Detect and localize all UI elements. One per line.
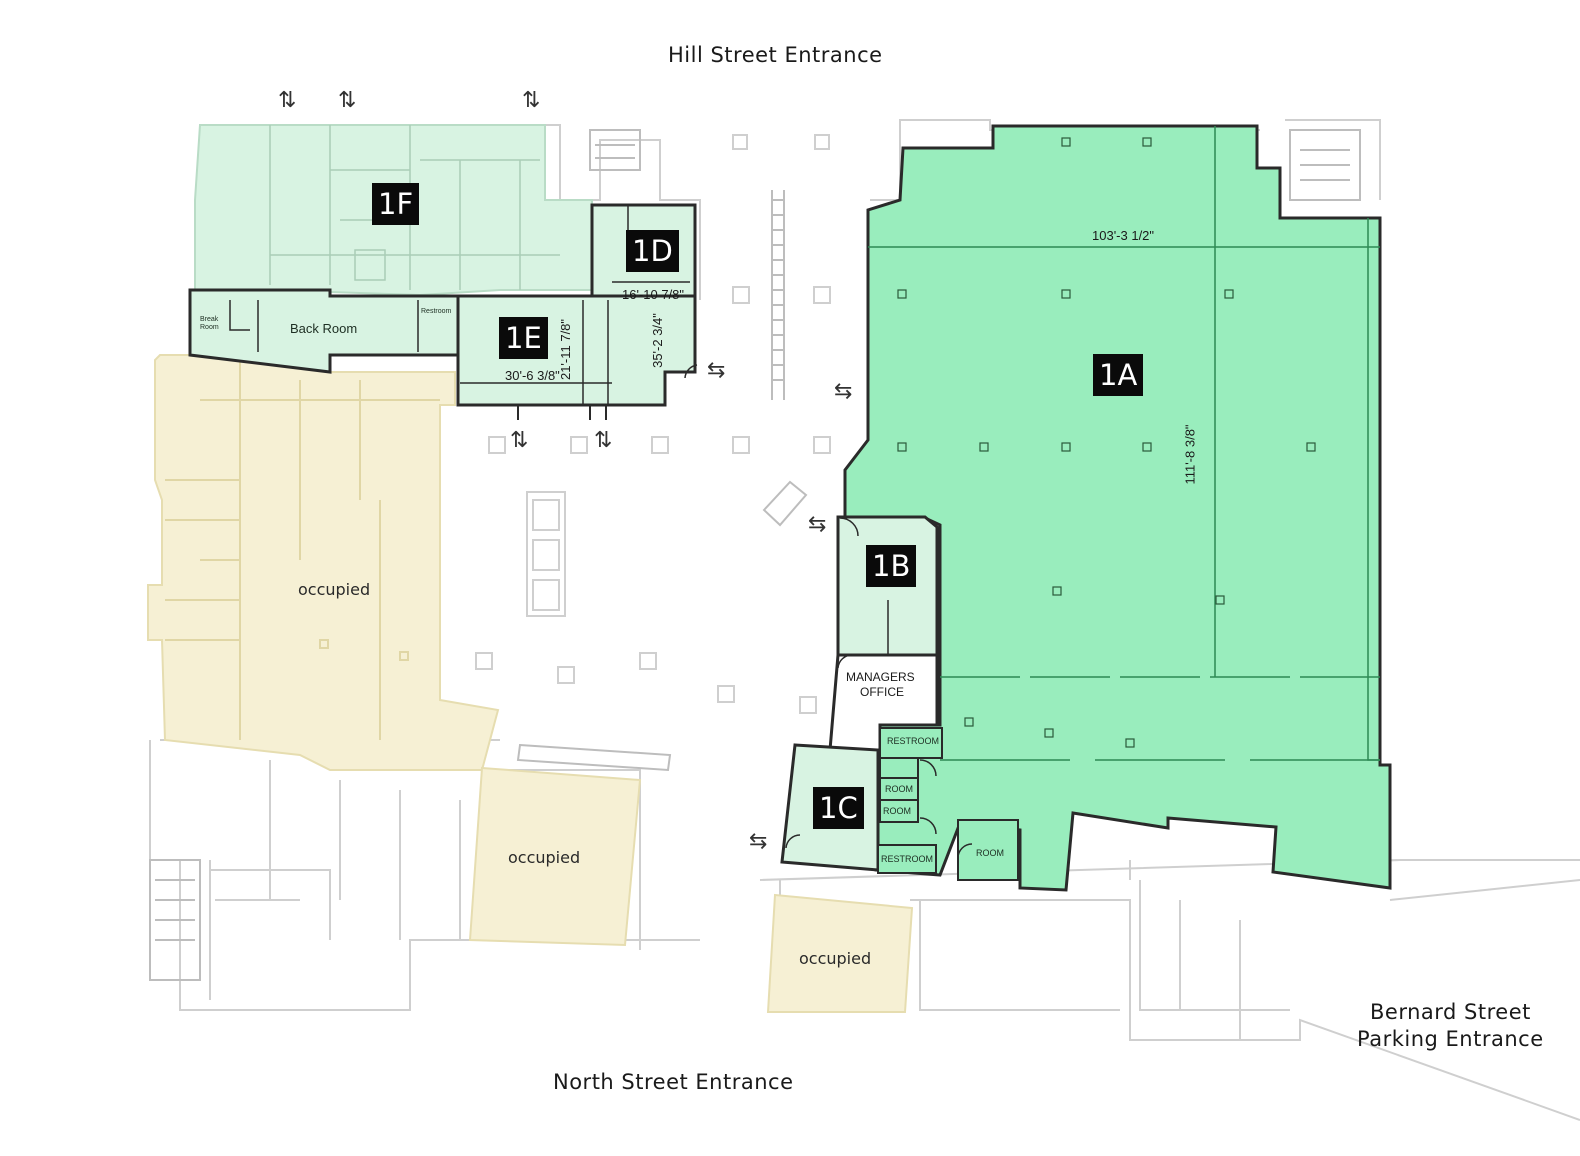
north-street-entrance-label: North Street Entrance xyxy=(553,1070,794,1094)
access-arrows-icon: ⇅ xyxy=(522,88,541,113)
dimension-1e-depth: 21'-11 7/8" xyxy=(558,318,574,381)
unit-1a-linework xyxy=(868,126,1380,761)
restroom-upper-label: RESTROOM xyxy=(887,736,940,746)
managers-office-label-line2: OFFICE xyxy=(860,685,904,699)
access-arrows-icon: ⇆ xyxy=(834,379,853,404)
unit-1f-badge[interactable]: 1F xyxy=(372,183,420,225)
unit-1a-badge[interactable]: 1A xyxy=(1093,354,1144,396)
break-room-label-line2: Room xyxy=(200,324,219,331)
occupied-linework xyxy=(165,360,440,740)
access-arrows-icon: ⇆ xyxy=(808,512,827,537)
unit-1b-badge[interactable]: 1B xyxy=(866,545,917,587)
unit-1a-columns xyxy=(882,137,1316,748)
service-block xyxy=(877,727,1019,881)
break-room-label-line1: Break xyxy=(200,316,219,323)
managers-office-label-line1: MANAGERS xyxy=(846,670,915,684)
room-label-2: ROOM xyxy=(883,806,911,816)
hill-street-entrance-label: Hill Street Entrance xyxy=(668,43,883,67)
dimension-1d-width: 16'-10 7/8" xyxy=(622,287,685,302)
background-columns xyxy=(475,134,831,714)
access-arrows-icon: ⇆ xyxy=(749,829,768,854)
occupied-areas xyxy=(147,354,914,1013)
access-arrows-icon: ⇅ xyxy=(338,88,357,113)
occupied-area-south-east xyxy=(766,893,914,1013)
back-room-label: Back Room xyxy=(290,321,358,336)
background-stairs xyxy=(149,129,1361,981)
occupied-area-south-center xyxy=(468,766,642,947)
access-arrows-icon: ⇅ xyxy=(510,428,529,453)
dimension-1a-depth: 111'-8 3/8" xyxy=(1182,424,1198,485)
room-label-1: ROOM xyxy=(885,784,913,794)
unit-1e-badge[interactable]: 1E xyxy=(499,317,548,359)
bernard-street-entrance-label-line2: Parking Entrance xyxy=(1357,1027,1544,1051)
room-label-3: ROOM xyxy=(976,848,1004,858)
occupied-area-west xyxy=(147,354,500,771)
unit-1c-badge[interactable]: 1C xyxy=(813,787,864,829)
occupied-label-south-center: occupied xyxy=(508,848,581,867)
dimension-1e-width: 30'-6 3/8" xyxy=(505,368,560,383)
dimension-1d-depth: 35'-2 3/4" xyxy=(649,313,665,368)
occupied-label-west: occupied xyxy=(298,580,371,599)
access-arrows-icon: ⇅ xyxy=(594,428,613,453)
unit-1d-badge[interactable]: 1D xyxy=(626,230,679,272)
restroom-small-label: Restroom xyxy=(421,308,452,315)
bernard-street-entrance-label-line1: Bernard Street xyxy=(1370,1000,1531,1024)
dimension-1a-width: 103'-3 1/2" xyxy=(1092,228,1155,243)
restroom-lower-label: RESTROOM xyxy=(881,854,934,864)
access-arrows-icon: ⇅ xyxy=(278,88,297,113)
access-arrows-icon: ⇆ xyxy=(707,358,726,383)
occupied-label-south-east: occupied xyxy=(799,949,872,968)
